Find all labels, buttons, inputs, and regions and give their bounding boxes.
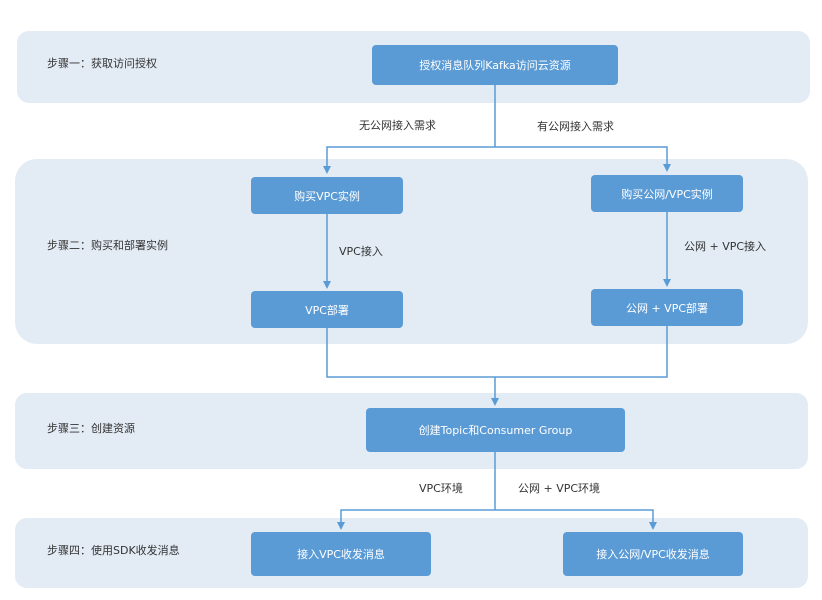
no-public-access-label: 无公网接入需求 (359, 119, 436, 132)
buy-public-vpc-instance-node: 购买公网/VPC实例 (591, 175, 743, 212)
step-3-label: 步骤三：创建资源 (47, 422, 135, 435)
step-4-label: 步骤四：使用SDK收发消息 (47, 544, 180, 557)
public-vpc-access-label: 公网 + VPC接入 (684, 240, 767, 253)
access-public-vpc-messaging-node: 接入公网/VPC收发消息 (563, 532, 743, 576)
connector-deploy-vpc-merge (326, 328, 495, 378)
access-vpc-messaging-node: 接入VPC收发消息 (251, 532, 431, 576)
buy-vpc-instance-node: 购买VPC实例 (251, 177, 403, 214)
vpc-deploy-node: VPC部署 (251, 291, 403, 328)
create-resources-node: 创建Topic和Consumer Group (366, 408, 625, 452)
connector-split-left (323, 146, 495, 174)
has-public-access-label: 有公网接入需求 (537, 120, 614, 133)
connector-split-access-vpc (337, 509, 495, 530)
public-vpc-environment-label: 公网 + VPC环境 (518, 482, 601, 495)
authorize-kafka-node: 授权消息队列Kafka访问云资源 (372, 45, 618, 85)
vpc-access-label: VPC接入 (339, 245, 383, 258)
step-1-label: 步骤一：获取访问授权 (47, 57, 157, 70)
step-2-label: 步骤二：购买和部署实例 (47, 239, 168, 252)
connector-split-access-public (495, 509, 657, 530)
connector-split-right (495, 146, 671, 172)
connector-deploy-public-merge (495, 326, 668, 378)
vpc-environment-label: VPC环境 (419, 482, 463, 495)
public-vpc-deploy-node: 公网 + VPC部署 (591, 289, 743, 326)
